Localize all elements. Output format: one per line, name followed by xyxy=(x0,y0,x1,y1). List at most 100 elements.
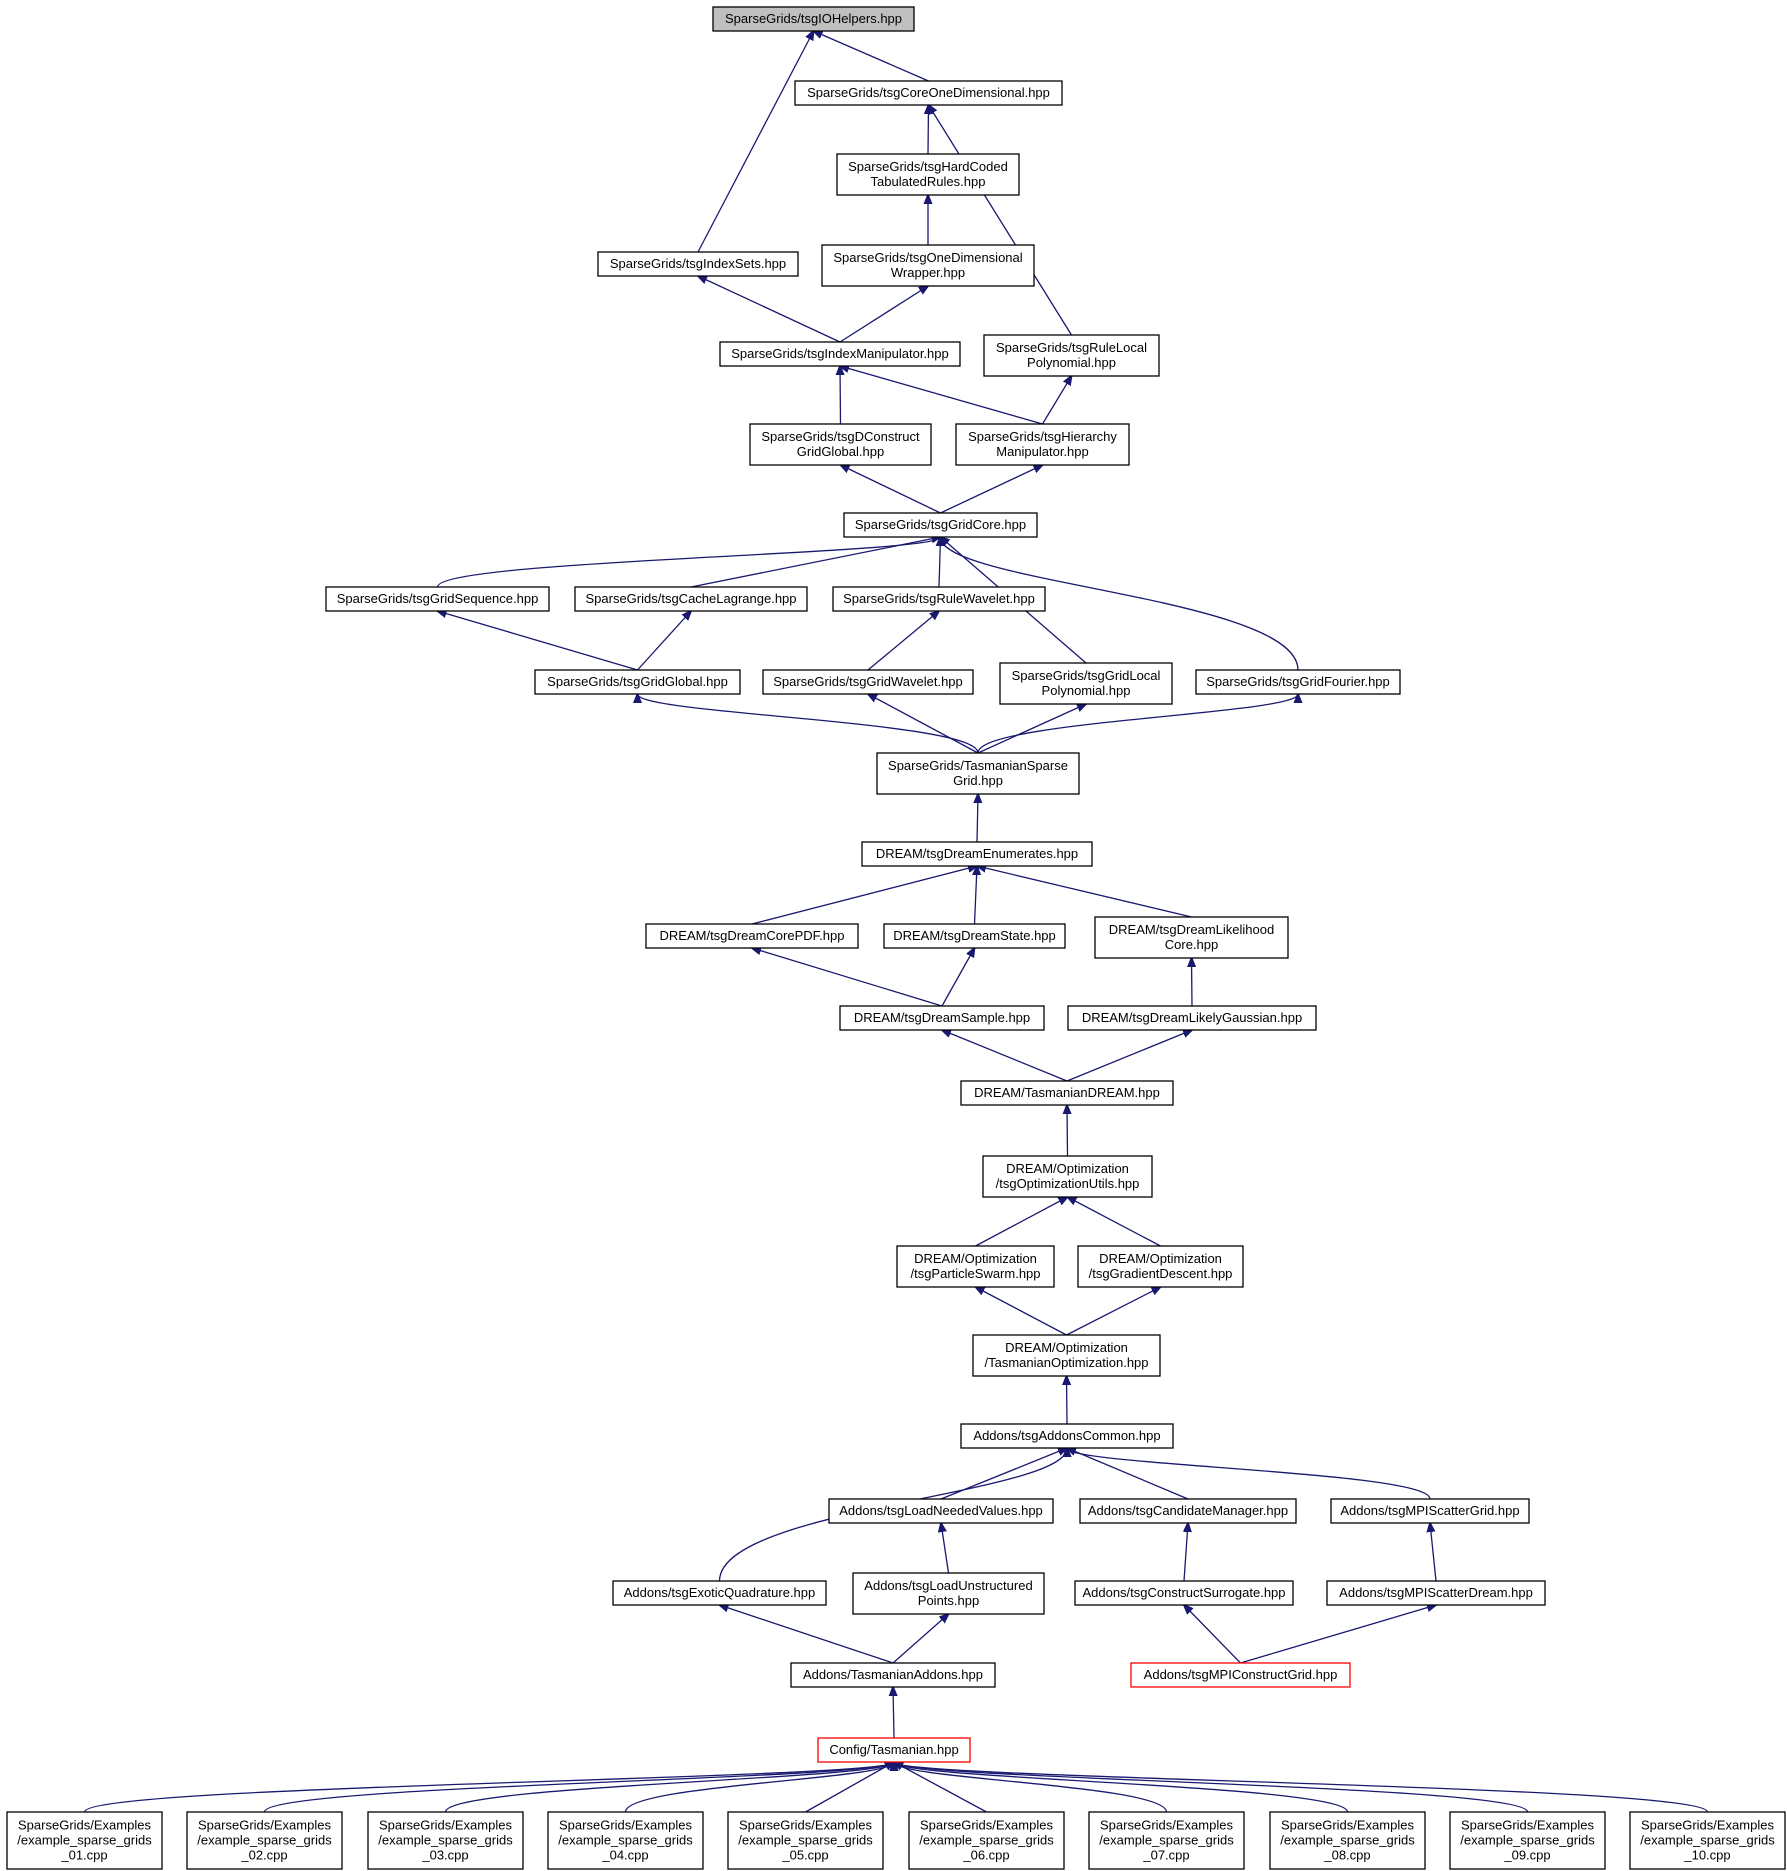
file-node-box[interactable] xyxy=(762,669,974,695)
file-node[interactable]: SparseGrids/Examples/example_sparse_grid… xyxy=(1449,1811,1606,1870)
file-node-box[interactable] xyxy=(821,244,1035,287)
file-node[interactable]: SparseGrids/tsgRuleWavelet.hpp xyxy=(832,586,1046,612)
file-node-box[interactable] xyxy=(843,512,1038,538)
file-node-box[interactable] xyxy=(817,1737,971,1763)
file-node-box[interactable] xyxy=(982,1155,1153,1198)
file-node[interactable]: SparseGrids/Examples/example_sparse_grid… xyxy=(367,1811,524,1870)
file-node-box[interactable] xyxy=(1449,1811,1606,1870)
file-node[interactable]: SparseGrids/Examples/example_sparse_grid… xyxy=(1088,1811,1245,1870)
file-node[interactable]: SparseGrids/Examples/example_sparse_grid… xyxy=(908,1811,1065,1870)
file-node[interactable]: Addons/tsgMPIScatterGrid.hpp xyxy=(1330,1498,1530,1524)
file-node[interactable]: DREAM/tsgDreamState.hpp xyxy=(883,923,1066,949)
file-node[interactable]: SparseGrids/tsgHardCodedTabulatedRules.h… xyxy=(836,153,1020,196)
file-node-box[interactable] xyxy=(1326,1580,1546,1606)
file-node-box[interactable] xyxy=(186,1811,343,1870)
file-node-box[interactable] xyxy=(1195,669,1401,695)
file-node-box[interactable] xyxy=(955,423,1130,466)
file-node-box[interactable] xyxy=(908,1811,1065,1870)
file-node-box[interactable] xyxy=(852,1572,1045,1615)
file-node-box[interactable] xyxy=(883,923,1066,949)
file-node-box[interactable] xyxy=(896,1245,1055,1288)
file-node[interactable]: SparseGrids/Examples/example_sparse_grid… xyxy=(1269,1811,1426,1870)
file-node[interactable]: Addons/tsgCandidateManager.hpp xyxy=(1079,1498,1297,1524)
file-node-box[interactable] xyxy=(839,1005,1045,1031)
file-node[interactable]: Config/Tasmanian.hpp xyxy=(817,1737,971,1763)
file-node[interactable]: SparseGrids/tsgCoreOneDimensional.hpp xyxy=(794,80,1063,106)
file-node-box[interactable] xyxy=(983,334,1160,377)
file-node-box[interactable] xyxy=(1130,1662,1351,1688)
file-node[interactable]: Addons/tsgExoticQuadrature.hpp xyxy=(612,1580,827,1606)
file-node[interactable]: DREAM/Optimization/tsgOptimizationUtils.… xyxy=(982,1155,1153,1198)
file-node-box[interactable] xyxy=(972,1334,1161,1377)
file-node[interactable]: SparseGrids/Examples/example_sparse_grid… xyxy=(547,1811,704,1870)
file-node[interactable]: SparseGrids/tsgCacheLagrange.hpp xyxy=(574,586,808,612)
file-node[interactable]: DREAM/Optimization/TasmanianOptimization… xyxy=(972,1334,1161,1377)
file-node[interactable]: SparseGrids/Examples/example_sparse_grid… xyxy=(6,1811,163,1870)
file-node[interactable]: Addons/tsgConstructSurrogate.hpp xyxy=(1074,1580,1294,1606)
file-node-box[interactable] xyxy=(1067,1005,1317,1031)
file-node[interactable]: Addons/tsgMPIConstructGrid.hpp xyxy=(1130,1662,1351,1688)
file-node[interactable]: DREAM/Optimization/tsgGradientDescent.hp… xyxy=(1077,1245,1244,1288)
file-node-box[interactable] xyxy=(999,662,1173,705)
file-node[interactable]: SparseGrids/Examples/example_sparse_grid… xyxy=(1629,1811,1786,1870)
file-node[interactable]: DREAM/tsgDreamSample.hpp xyxy=(839,1005,1045,1031)
file-node-box[interactable] xyxy=(1629,1811,1786,1870)
file-node-box[interactable] xyxy=(1088,1811,1245,1870)
file-node-box[interactable] xyxy=(1269,1811,1426,1870)
file-node[interactable]: SparseGrids/Examples/example_sparse_grid… xyxy=(727,1811,884,1870)
file-node[interactable]: SparseGrids/tsgIOHelpers.hpp xyxy=(712,6,915,32)
file-node[interactable]: DREAM/tsgDreamLikelyGaussian.hpp xyxy=(1067,1005,1317,1031)
file-node-box[interactable] xyxy=(367,1811,524,1870)
file-node[interactable]: DREAM/tsgDreamEnumerates.hpp xyxy=(861,841,1093,867)
file-node-box[interactable] xyxy=(876,752,1080,795)
file-node-box[interactable] xyxy=(861,841,1093,867)
file-node-box[interactable] xyxy=(794,80,1063,106)
file-node[interactable]: SparseGrids/tsgGridWavelet.hpp xyxy=(762,669,974,695)
file-node-box[interactable] xyxy=(1074,1580,1294,1606)
file-node-box[interactable] xyxy=(832,586,1046,612)
file-node[interactable]: SparseGrids/tsgGridSequence.hpp xyxy=(325,586,550,612)
file-node[interactable]: DREAM/Optimization/tsgParticleSwarm.hpp xyxy=(896,1245,1055,1288)
file-node-box[interactable] xyxy=(960,1080,1174,1106)
file-node-box[interactable] xyxy=(836,153,1020,196)
file-node-box[interactable] xyxy=(6,1811,163,1870)
file-node-box[interactable] xyxy=(712,6,915,32)
file-node[interactable]: Addons/TasmanianAddons.hpp xyxy=(790,1662,996,1688)
file-node-box[interactable] xyxy=(574,586,808,612)
file-node-box[interactable] xyxy=(1079,1498,1297,1524)
file-node-box[interactable] xyxy=(790,1662,996,1688)
file-node-box[interactable] xyxy=(1094,916,1289,959)
file-node[interactable]: SparseGrids/tsgGridGlobal.hpp xyxy=(534,669,741,695)
file-node-box[interactable] xyxy=(1077,1245,1244,1288)
file-node-box[interactable] xyxy=(645,923,859,949)
file-node-box[interactable] xyxy=(597,251,799,277)
file-node-box[interactable] xyxy=(325,586,550,612)
file-node-box[interactable] xyxy=(749,423,932,466)
file-node[interactable]: SparseGrids/Examples/example_sparse_grid… xyxy=(186,1811,343,1870)
file-node[interactable]: SparseGrids/tsgGridCore.hpp xyxy=(843,512,1038,538)
file-node[interactable]: SparseGrids/tsgGridFourier.hpp xyxy=(1195,669,1401,695)
file-node[interactable]: DREAM/TasmanianDREAM.hpp xyxy=(960,1080,1174,1106)
file-node[interactable]: SparseGrids/tsgIndexSets.hpp xyxy=(597,251,799,277)
file-node-box[interactable] xyxy=(719,341,961,367)
file-node[interactable]: SparseGrids/tsgIndexManipulator.hpp xyxy=(719,341,961,367)
file-node-box[interactable] xyxy=(828,1498,1054,1524)
file-node-box[interactable] xyxy=(534,669,741,695)
file-node[interactable]: DREAM/tsgDreamCorePDF.hpp xyxy=(645,923,859,949)
file-node[interactable]: Addons/tsgAddonsCommon.hpp xyxy=(960,1423,1174,1449)
file-node-box[interactable] xyxy=(960,1423,1174,1449)
file-node[interactable]: Addons/tsgMPIScatterDream.hpp xyxy=(1326,1580,1546,1606)
file-node[interactable]: Addons/tsgLoadNeededValues.hpp xyxy=(828,1498,1054,1524)
file-node-box[interactable] xyxy=(547,1811,704,1870)
file-node-box[interactable] xyxy=(1330,1498,1530,1524)
file-node-box[interactable] xyxy=(727,1811,884,1870)
file-node-box[interactable] xyxy=(612,1580,827,1606)
